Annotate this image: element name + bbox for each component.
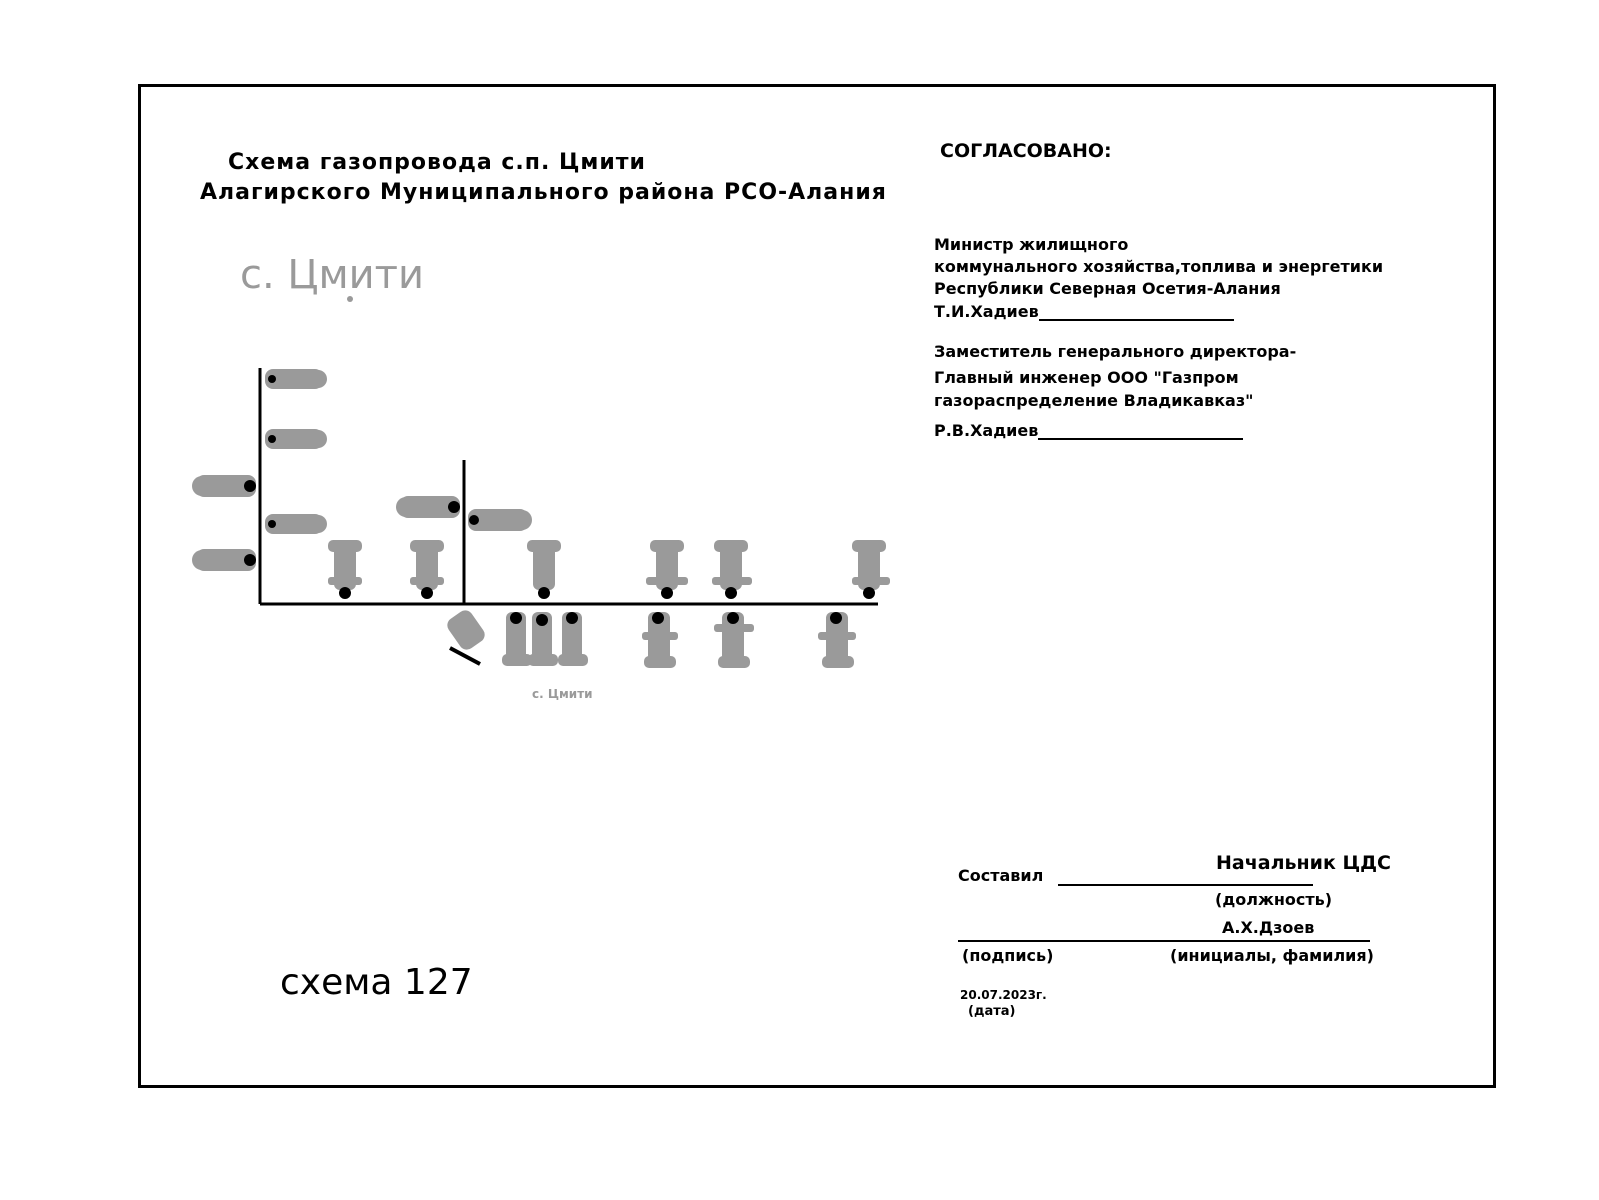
consumer-node	[558, 612, 588, 666]
consumer-node	[818, 612, 856, 668]
scheme-number: схема 127	[280, 962, 473, 1003]
drawing-frame	[138, 84, 1496, 1088]
approval-line5: Заместитель генерального директора-	[934, 342, 1297, 361]
village-point-marker	[347, 296, 353, 302]
consumer-node	[192, 475, 256, 497]
approval-line8: Р.В.Хадиев	[934, 421, 1244, 440]
approval-line7: газораспределение Владикавказ"	[934, 391, 1254, 410]
consumer-node	[468, 509, 532, 531]
approval-line3: Республики Северная Осетия-Алания	[934, 279, 1281, 298]
consumer-node	[396, 496, 460, 518]
scheme-title-line1: Схема газопровода с.п. Цмити	[228, 150, 646, 175]
approval-heading: СОГЛАСОВАНО:	[940, 140, 1112, 162]
consumer-node	[410, 540, 444, 599]
consumer-node	[528, 612, 558, 666]
position-value: Начальник ЦДС	[1216, 852, 1391, 874]
signature-caption: (подпись)	[962, 946, 1054, 965]
consumer-node	[502, 612, 532, 666]
compiled-sign-line	[1058, 884, 1313, 886]
consumer-node	[712, 540, 752, 599]
approval-line4: Т.И.Хадиев	[934, 302, 1234, 321]
approval-line2: коммунального хозяйства,топлива и энерге…	[934, 257, 1384, 276]
consumer-node	[328, 540, 362, 599]
compiled-label: Составил	[958, 866, 1044, 885]
date-value: 20.07.2023г.	[960, 988, 1047, 1002]
consumer-node	[265, 429, 327, 449]
signature-line	[958, 940, 1370, 942]
position-caption: (должность)	[1215, 890, 1333, 909]
scheme-title-line2: Алагирского Муниципального района РСО-Ал…	[200, 180, 887, 205]
approval-line6: Главный инженер ООО "Газпром	[934, 368, 1239, 387]
name-value: А.Х.Дзоев	[1222, 918, 1315, 937]
consumer-node	[192, 549, 256, 571]
name-caption: (инициалы, фамилия)	[1170, 946, 1374, 965]
consumer-node	[642, 612, 678, 668]
network-village-label: с. Цмити	[532, 687, 593, 701]
consumer-node	[852, 540, 890, 599]
consumer-node	[714, 612, 754, 668]
village-label: с. Цмити	[240, 252, 424, 298]
consumer-node	[527, 540, 561, 599]
date-caption: (дата)	[968, 1004, 1016, 1019]
consumer-node	[646, 540, 688, 599]
consumer-node	[265, 369, 327, 389]
approval-line1: Министр жилищного	[934, 235, 1129, 254]
consumer-node	[265, 514, 327, 534]
regulator-node	[447, 610, 485, 666]
